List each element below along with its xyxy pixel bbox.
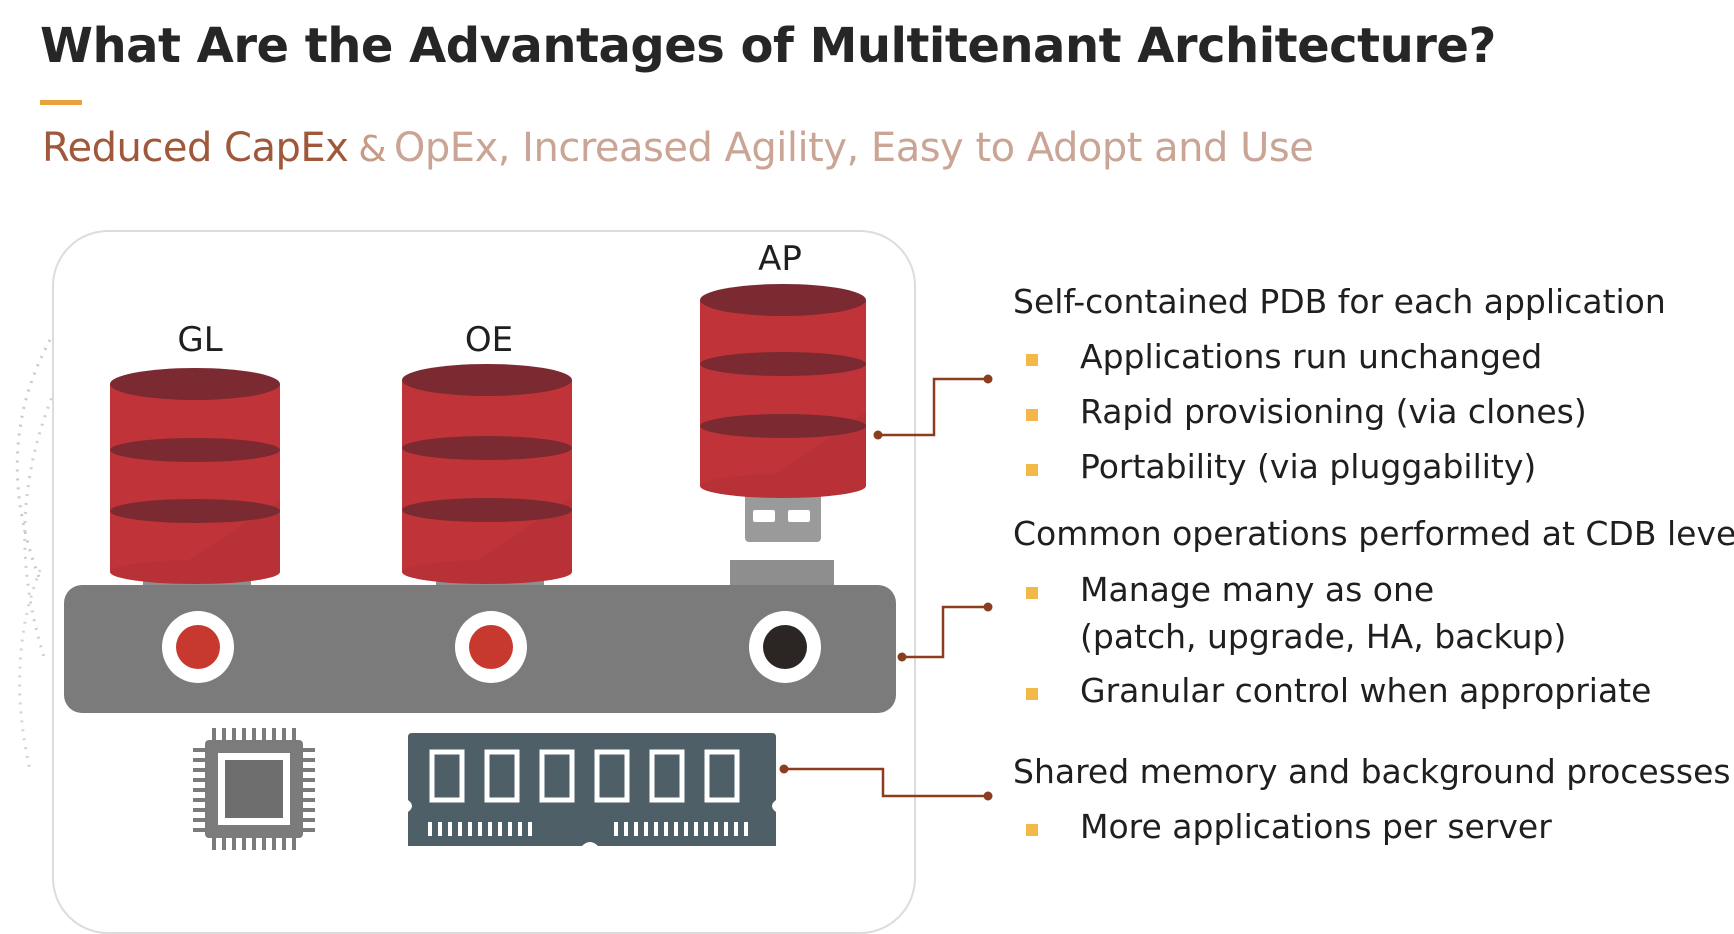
slide-title: What Are the Advantages of Multitenant A… (40, 18, 1496, 74)
connector-pdb (878, 377, 988, 437)
subtitle-emphasis: Reduced CapEx (42, 125, 349, 171)
benefit-heading-memory: Shared memory and background processes (1013, 752, 1731, 791)
multitenant-diagram: GL OE AP (64, 239, 993, 850)
database-label-ap: AP (758, 239, 802, 279)
database-label-oe: OE (465, 320, 513, 360)
bullet-icon (1026, 688, 1038, 700)
connector-memory (784, 767, 988, 798)
database-ap-icon (700, 284, 866, 542)
bullet-icon (1026, 354, 1038, 366)
title-accent-bar (40, 100, 82, 105)
benefit-heading-cdb: Common operations performed at CDB level (1013, 514, 1734, 553)
socket-gl (162, 611, 234, 683)
database-label-gl: GL (177, 320, 222, 360)
bullet-icon (1026, 464, 1038, 476)
bullet-icon (1026, 824, 1038, 836)
bullet-icon (1026, 409, 1038, 421)
connector-cdb (902, 605, 988, 659)
socket-ap (749, 611, 821, 683)
memory-module-icon (408, 733, 776, 846)
subtitle-ampersand: & (358, 129, 386, 170)
database-oe-icon (402, 364, 572, 584)
database-gl-icon (110, 368, 280, 584)
slide-subtitle: Reduced CapEx&OpEx, Increased Agility, E… (42, 125, 1314, 171)
background-decoration (15, 339, 57, 771)
subtitle-rest: OpEx, Increased Agility, Easy to Adopt a… (393, 125, 1314, 171)
list-item-continuation: (patch, upgrade, HA, backup) (1080, 617, 1567, 656)
socket-oe (455, 611, 527, 683)
cpu-chip-icon (193, 728, 315, 850)
bullet-icon (1026, 587, 1038, 599)
benefit-heading-pdb: Self-contained PDB for each application (1013, 282, 1666, 321)
